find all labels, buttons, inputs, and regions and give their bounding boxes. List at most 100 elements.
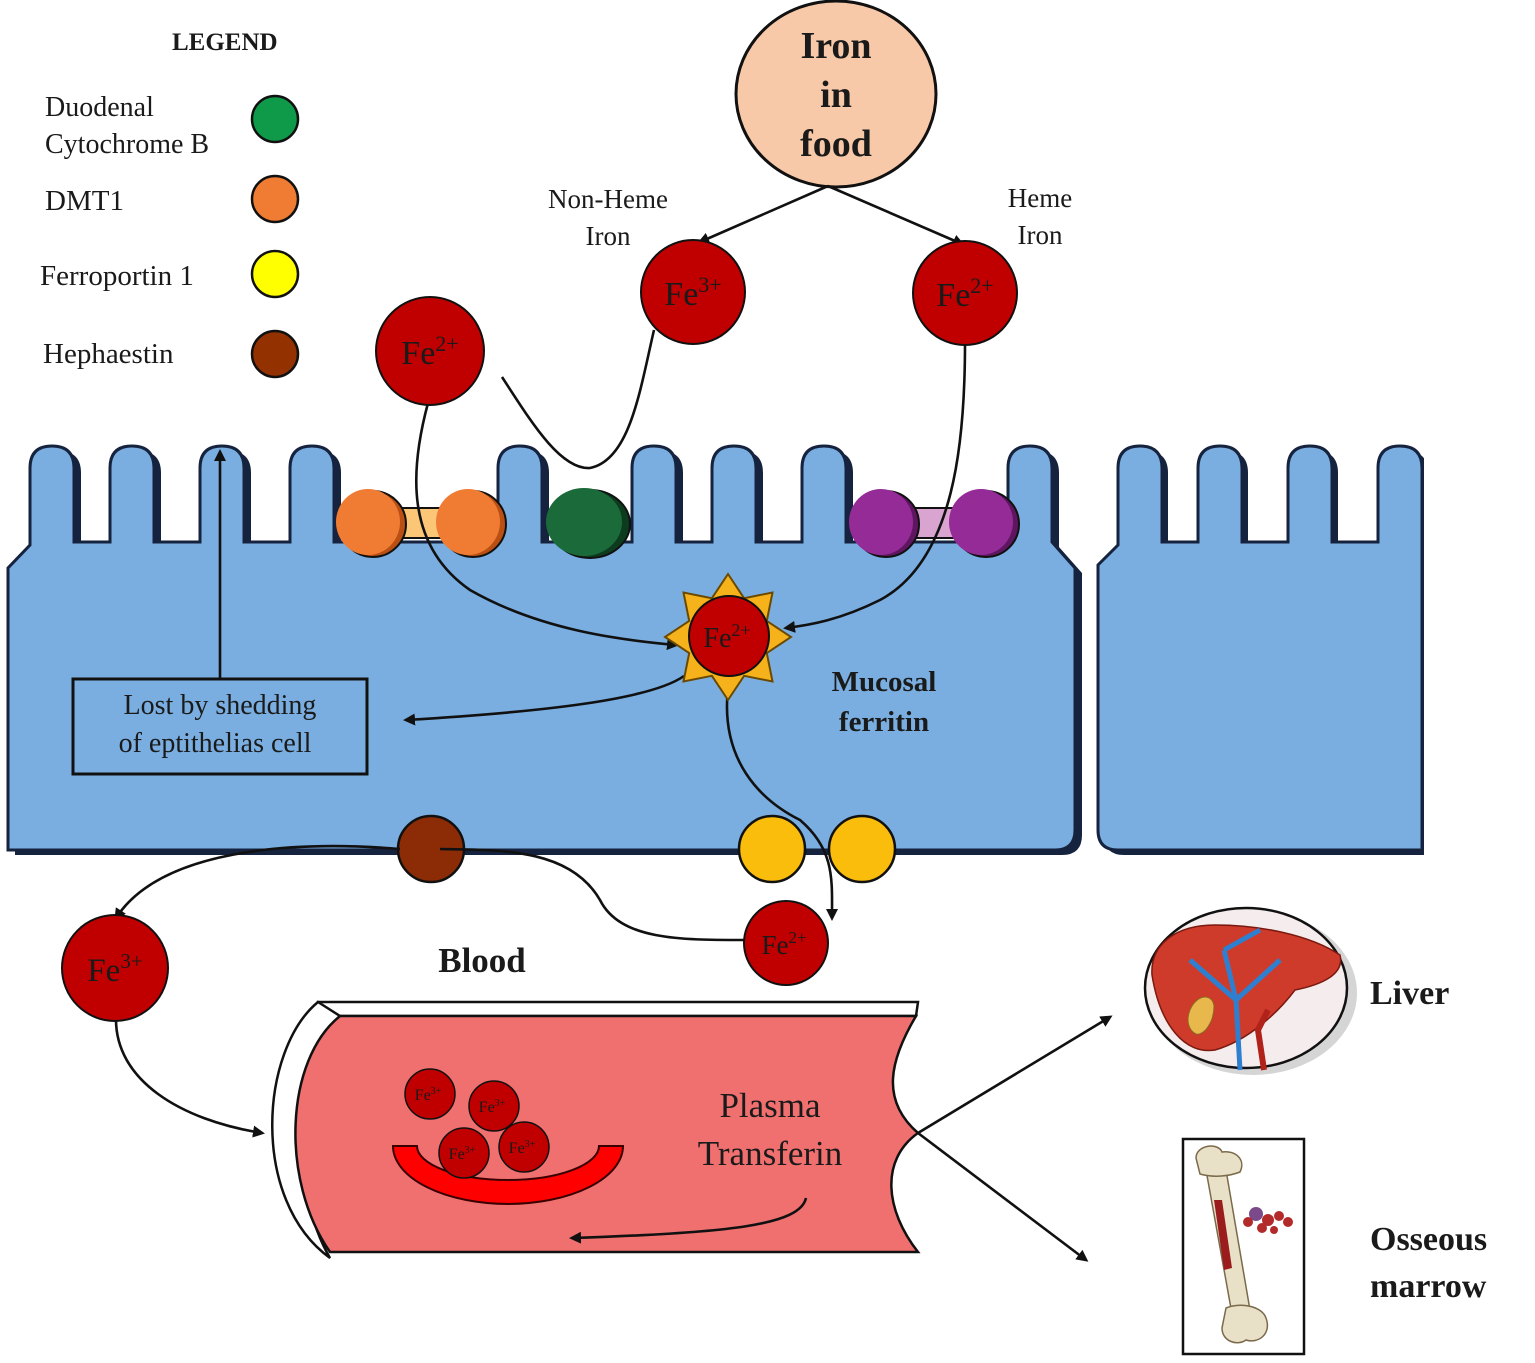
- dmt1-left: [336, 489, 400, 555]
- transferrin-label-line1: Plasma: [719, 1086, 821, 1125]
- ion-fe2-blood-circle: [743, 900, 829, 986]
- ion-fe2-luminal-label: Fe2+: [401, 331, 458, 372]
- marrow-label-line2: marrow: [1370, 1268, 1487, 1305]
- ion-fe2-ferritin-label: Fe2+: [703, 620, 750, 654]
- transferrin-ion-3: Fe3+: [438, 1127, 490, 1179]
- ion-charge: 3+: [698, 272, 721, 297]
- transferrin-ion-4-label: Fe3+: [509, 1139, 536, 1157]
- ion-fe3-non-heme: Fe3+: [640, 239, 746, 345]
- ferroportin-right: [827, 814, 897, 884]
- ion-charge: 3+: [495, 1098, 506, 1109]
- marrow-cell: [1274, 1211, 1284, 1221]
- liver-vessels-blue: [1188, 927, 1282, 1071]
- ion-symbol: Fe: [401, 335, 435, 372]
- marrow-cell: [1243, 1217, 1253, 1227]
- legend-label-ferroportin: Ferroportin 1: [40, 260, 194, 292]
- marrow-label-line1: Osseous: [1370, 1221, 1487, 1258]
- transferrin-ion-4-circle: [498, 1121, 550, 1173]
- transferrin-ion-2-label: Fe3+: [479, 1098, 506, 1116]
- blood-vessel: Fe3+ Fe3+ Fe3+ Fe3+ Plasma Transferin: [271, 1000, 921, 1260]
- ion-symbol: Fe: [449, 1146, 465, 1163]
- ion-symbol: Fe: [761, 930, 788, 960]
- liver-label: Liver: [1370, 975, 1449, 1012]
- transferrin-ion-1: Fe3+: [404, 1068, 456, 1120]
- ion-symbol: Fe: [509, 1140, 525, 1157]
- iron-in-food: Iron in food: [734, 0, 938, 189]
- transferrin-ion-4: Fe3+: [498, 1121, 550, 1173]
- legend-label-hephaestin: Hephaestin: [43, 338, 174, 370]
- cytochrome-b-body: [546, 488, 622, 556]
- arrow-to-non-heme: [697, 184, 829, 244]
- ion-symbol: Fe: [664, 276, 698, 313]
- ion-charge: 2+: [970, 273, 993, 298]
- heme-label-line1: Heme: [1008, 183, 1072, 213]
- transferrin-label-line2: Transferin: [698, 1134, 843, 1173]
- non-heme-label-line2: Iron: [586, 221, 631, 251]
- food-label-line1: Iron: [800, 25, 871, 67]
- curve-ferritin-to-ferroportin: [725, 687, 839, 921]
- food-bubble: [734, 0, 938, 189]
- liver-vessels-red: [1254, 1008, 1271, 1071]
- bone-condyles: [1221, 1304, 1269, 1344]
- transferrin-ion-3-label: Fe3+: [449, 1145, 476, 1163]
- bone-illustration: [1181, 1137, 1306, 1356]
- ion-symbol: Fe: [936, 277, 970, 314]
- transferrin-ion-1-label: Fe3+: [415, 1086, 442, 1104]
- arrow-ferritin-to-shedding: [403, 674, 685, 726]
- liver-illustration: [1143, 906, 1357, 1075]
- ion-fe2-ferritin: Fe2+: [688, 595, 770, 677]
- transferrin-ion-2: Fe3+: [468, 1080, 520, 1132]
- marrow-cell: [1262, 1214, 1274, 1226]
- enterocyte-main: [6, 444, 1077, 852]
- ion-charge: 3+: [465, 1145, 476, 1156]
- legend-label-cytochrome-b: Duodenal: [45, 92, 154, 123]
- ion-fe2-heme: Fe2+: [912, 240, 1018, 346]
- food-label-line3: food: [800, 123, 872, 165]
- ion-fe2-luminal: Fe2+: [375, 296, 485, 406]
- ion-symbol: Fe: [703, 623, 731, 654]
- ion-symbol: Fe: [415, 1087, 431, 1104]
- heme-carrier-right: [949, 489, 1013, 555]
- ion-charge: 3+: [525, 1139, 536, 1150]
- ion-fe2-ferritin-circle: [688, 595, 770, 677]
- arrow-hephaestin-to-fe3: [114, 844, 401, 921]
- enterocyte-cells: [6, 430, 1535, 870]
- marrow-cells: [1243, 1207, 1293, 1234]
- shedding-box: Lost by shedding of eptithelias cell: [71, 677, 369, 776]
- legend-swatch-cytochrome-b: [250, 94, 300, 144]
- vessel-top-wall: [316, 1000, 920, 1018]
- transferrin-ion-3-circle: [438, 1127, 490, 1179]
- ion-fe2-heme-circle: [912, 240, 1018, 346]
- ion-fe3-blood: Fe3+: [61, 914, 169, 1022]
- marrow-cell: [1270, 1226, 1278, 1234]
- liver-gallbladder: [1187, 996, 1215, 1035]
- food-label-line2: in: [820, 74, 852, 116]
- ion-fe2-luminal-circle: [375, 296, 485, 406]
- shedding-box-frame: [71, 677, 369, 776]
- ion-symbol: Fe: [479, 1099, 495, 1116]
- blood-label: Blood: [438, 941, 526, 980]
- legend-label-dmt1: DMT1: [45, 185, 124, 217]
- dmt1-right: [436, 489, 500, 555]
- legend-swatch-dmt1: [250, 174, 300, 224]
- marrow-cell: [1257, 1223, 1267, 1233]
- legend-swatch-ferroportin: [250, 249, 300, 299]
- mucosal-label-line2: ferritin: [839, 706, 929, 738]
- ion-symbol: Fe: [87, 953, 120, 989]
- ion-fe3-blood-circle: [61, 914, 169, 1022]
- ion-charge: 3+: [120, 949, 142, 973]
- mucosal-label-line1: Mucosal: [832, 666, 937, 698]
- curve-fe2-dmt1-to-ferritin: [414, 402, 679, 651]
- dmt1-transporter: [336, 489, 507, 558]
- legend: LEGEND Duodenal Cytochrome B DMT1 Ferrop…: [40, 29, 300, 379]
- ion-fe3-non-heme-label: Fe3+: [664, 272, 721, 313]
- legend-swatch-hephaestin: [250, 329, 300, 379]
- page-edge-mask: [1424, 430, 1535, 870]
- transferrin-ion-2-circle: [468, 1080, 520, 1132]
- curve-fe2-blood-to-hephaestin: [439, 847, 745, 942]
- ion-fe3-blood-label: Fe3+: [87, 949, 142, 989]
- bone-head: [1195, 1145, 1243, 1177]
- ion-charge: 2+: [435, 331, 458, 356]
- marrow-cell: [1249, 1207, 1263, 1221]
